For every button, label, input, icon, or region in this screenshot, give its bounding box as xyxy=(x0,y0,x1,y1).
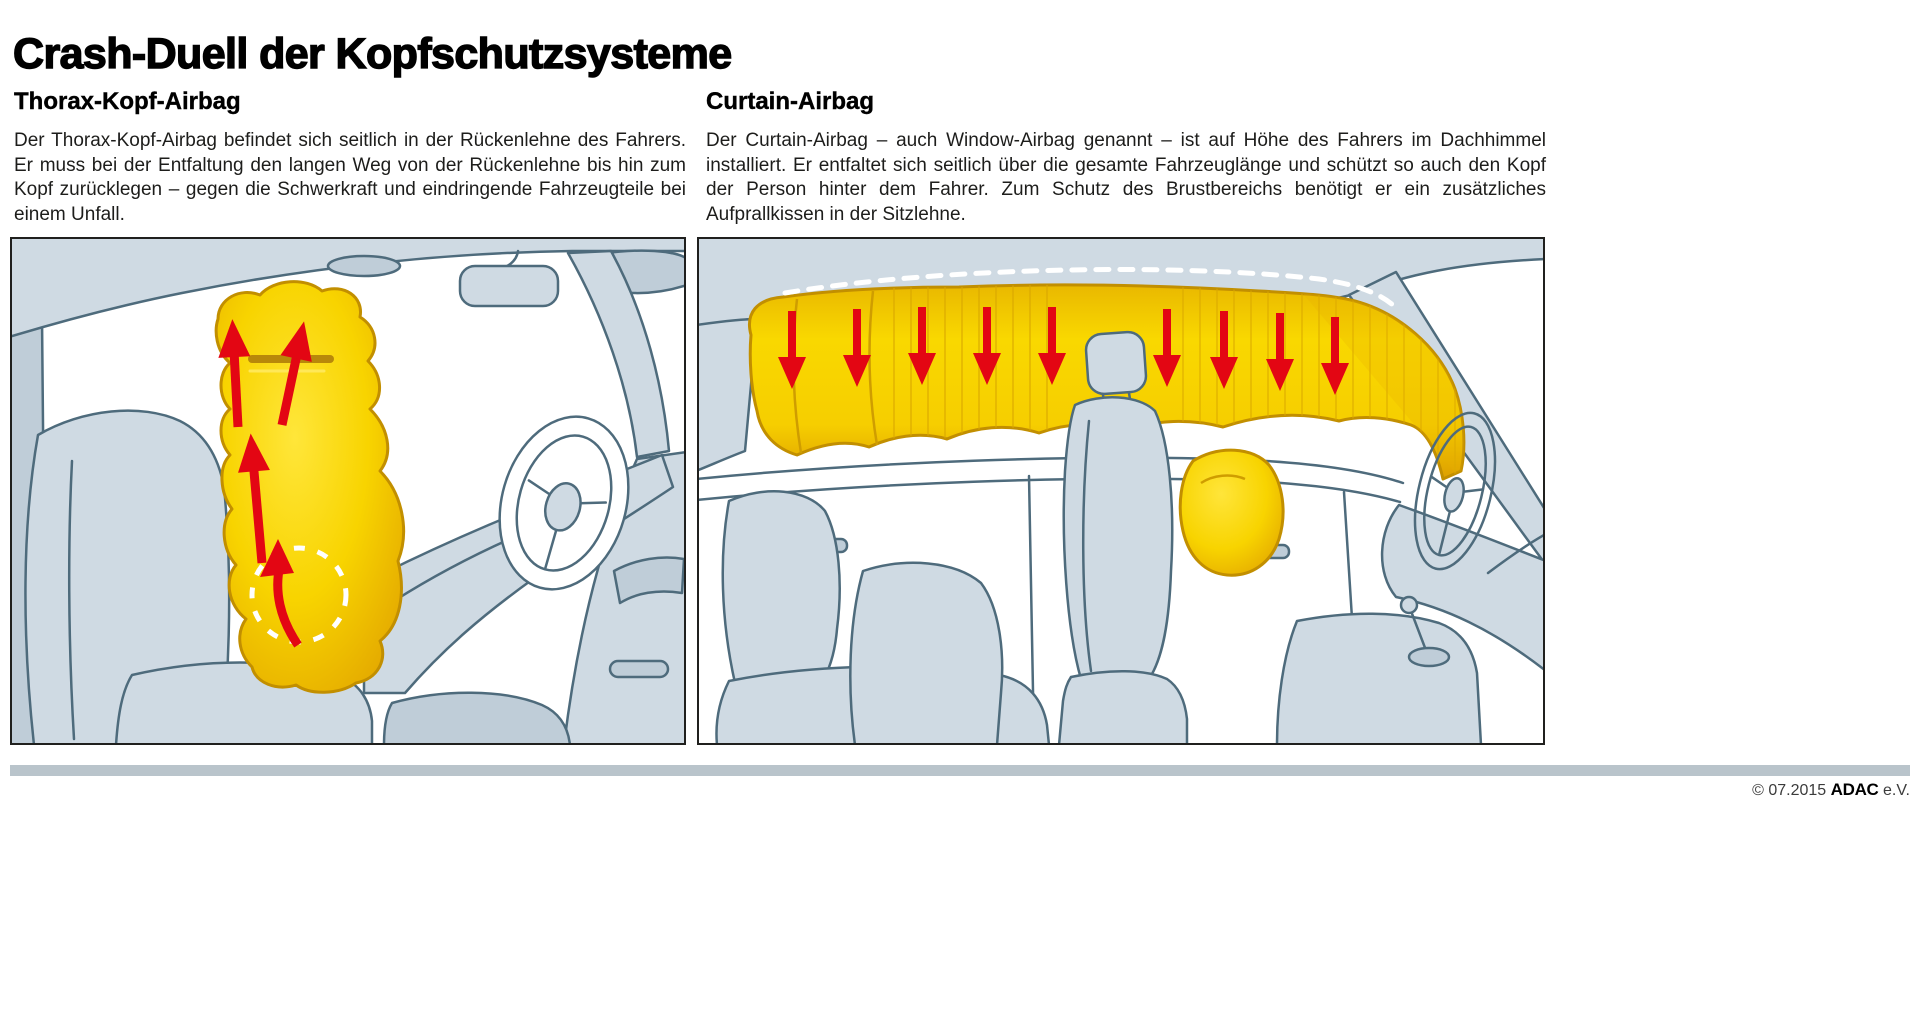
thorax-airbag-shape xyxy=(214,280,405,694)
c-pillar xyxy=(699,317,759,472)
footer-divider-bar xyxy=(10,765,1910,776)
curtain-description: Der Curtain-Airbag – auch Window-Airbag … xyxy=(706,130,1546,225)
car-interior-left xyxy=(12,239,684,743)
door-armrest xyxy=(612,556,684,605)
thorax-illustration-panel xyxy=(10,237,686,745)
roof-module-dashed-line xyxy=(782,267,1402,314)
curtain-illustration-panel xyxy=(697,237,1545,745)
brand-entity: e.V. xyxy=(1883,782,1910,799)
thorax-description: Der Thorax-Kopf-Airbag befindet sich sei… xyxy=(14,130,686,225)
copyright-date: © 07.2015 xyxy=(1752,782,1827,799)
gear-shifter xyxy=(1399,595,1419,615)
door-handle xyxy=(608,659,670,679)
brand-logo-text: ADAC xyxy=(1830,780,1879,799)
cabin-seats xyxy=(715,330,1189,743)
center-console xyxy=(382,691,571,743)
roof-liner xyxy=(12,239,684,338)
center-console xyxy=(1275,612,1483,743)
passenger-seat xyxy=(849,561,1004,743)
cockpit-foreground xyxy=(1275,411,1497,743)
wiper xyxy=(1486,534,1543,575)
driver-seat-cushion xyxy=(1057,670,1189,743)
thorax-illustration xyxy=(12,239,684,743)
steering-wheel xyxy=(1413,411,1497,571)
seat-cushion-airbag-shape xyxy=(1178,448,1285,577)
driver-seat-back xyxy=(1062,396,1174,687)
curtain-illustration xyxy=(699,239,1543,743)
thorax-column: Thorax-Kopf-Airbag Der Thorax-Kopf-Airba… xyxy=(14,88,686,227)
rear-seat-back xyxy=(721,490,841,685)
downward-arrows-icon xyxy=(778,307,1349,395)
driver-headrest xyxy=(1084,330,1148,396)
steering-wheel xyxy=(498,415,630,591)
copyright-line: © 07.2015 ADAC e.V. xyxy=(1752,780,1910,800)
rearview-mirror xyxy=(458,264,560,308)
curtain-column: Curtain-Airbag Der Curtain-Airbag – auch… xyxy=(706,88,1546,227)
page-title: Crash-Duell der Kopfschutzsysteme xyxy=(12,29,733,78)
thorax-heading: Thorax-Kopf-Airbag xyxy=(14,88,241,115)
driver-seat-back xyxy=(24,409,231,743)
curtain-heading: Curtain-Airbag xyxy=(706,88,874,115)
grab-handle xyxy=(326,254,402,278)
a-pillar xyxy=(566,249,671,459)
deployment-arrows-icon xyxy=(218,319,312,648)
